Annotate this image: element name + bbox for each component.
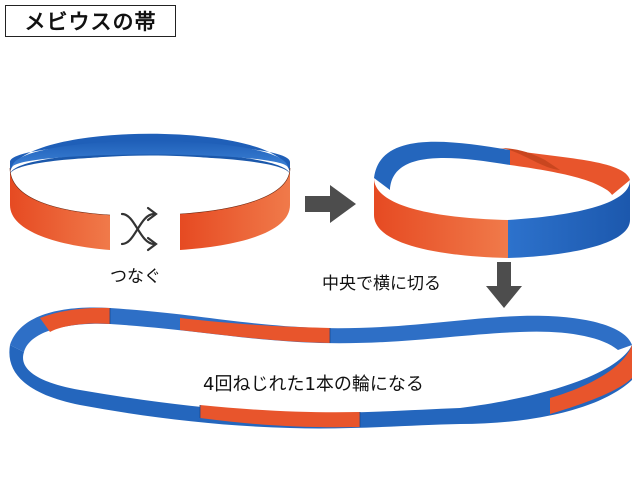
twisted-long-loop xyxy=(9,307,633,429)
title-box: メビウスの帯 xyxy=(5,5,176,37)
result-label: 4回ねじれた1本の輪になる xyxy=(203,374,424,395)
cut-label: 中央で横に切る xyxy=(322,274,441,294)
diagram-title: メビウスの帯 xyxy=(24,10,157,34)
mobius-band xyxy=(374,141,630,258)
open-band xyxy=(9,133,291,250)
connect-label: つなぐ xyxy=(110,267,161,287)
arrow-down-icon xyxy=(486,262,522,308)
arrow-right-icon xyxy=(305,185,356,223)
cross-arrows-icon xyxy=(120,206,158,252)
